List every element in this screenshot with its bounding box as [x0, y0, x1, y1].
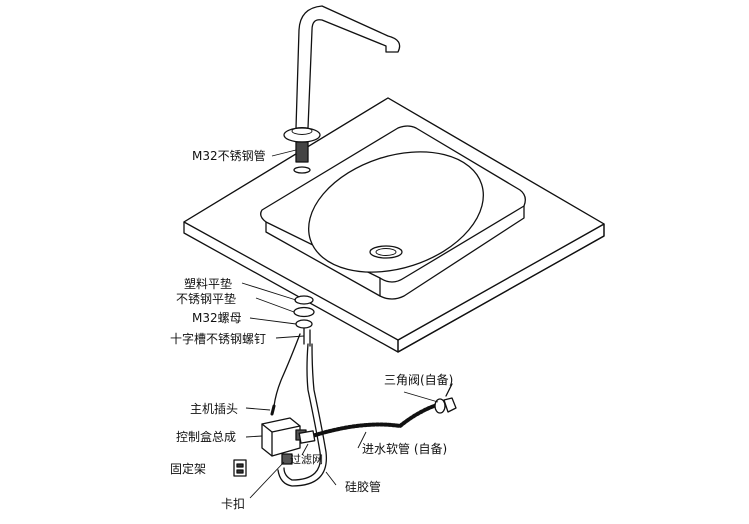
bracket	[233, 459, 247, 477]
inlet-hose	[298, 402, 442, 444]
label-m32-pipe: M32不锈钢管	[192, 148, 266, 163]
leader-lines	[241, 149, 439, 499]
silicone-tube	[277, 343, 328, 487]
label-filter: 过滤网	[290, 453, 323, 466]
label-steel-washer: 不锈钢平垫	[176, 291, 236, 306]
label-inlet-hose: 进水软管 (自备)	[362, 441, 447, 456]
labels: M32不锈钢管 塑料平垫 不锈钢平垫 M32螺母 十字槽不锈钢螺钉 主机插头 控…	[170, 148, 453, 511]
label-cross-screw: 十字槽不锈钢螺钉	[170, 331, 266, 346]
label-main-plug: 主机插头	[190, 402, 238, 416]
control-box	[261, 417, 307, 465]
label-silicone-tube: 硅胶管	[345, 479, 381, 494]
label-clip: 卡扣	[221, 497, 245, 511]
label-angle-valve: 三角阀(自备)	[384, 373, 453, 387]
basin	[260, 125, 526, 300]
sensor-cable	[270, 333, 301, 416]
label-control-box: 控制盒总成	[176, 429, 236, 444]
faucet	[283, 5, 401, 174]
label-plastic-washer: 塑料平垫	[184, 276, 232, 291]
washer-stack	[293, 295, 315, 347]
label-m32-nut: M32螺母	[192, 311, 242, 325]
label-bracket: 固定架	[170, 461, 206, 476]
angle-valve	[434, 383, 457, 414]
